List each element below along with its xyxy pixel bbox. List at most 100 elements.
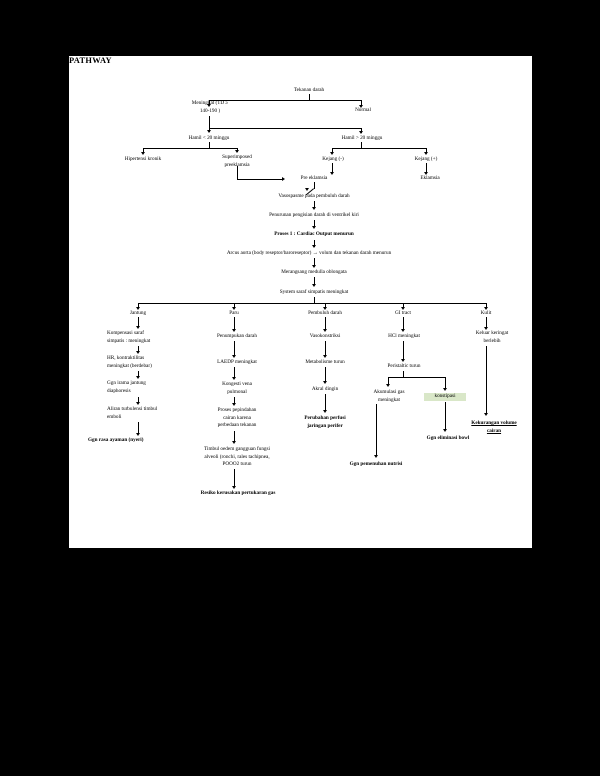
connector-line bbox=[209, 128, 361, 129]
connector-arrow bbox=[484, 413, 488, 416]
node-pre-eklamsia: Pre eklamsia bbox=[300, 175, 328, 181]
node-penumpukan-darah: Penumpukan darah bbox=[217, 333, 257, 339]
connector-line bbox=[314, 297, 315, 303]
connector-line bbox=[209, 100, 210, 105]
connector-line bbox=[234, 431, 235, 442]
connector-line bbox=[325, 341, 326, 355]
node-keluar-keringat: Keluar keringat berlebih bbox=[475, 330, 509, 344]
node-pembuluh-darah: Pembuluh darah bbox=[308, 310, 342, 316]
connector-arrow bbox=[401, 307, 405, 310]
connector-arrow bbox=[330, 172, 334, 175]
connector-arrow bbox=[312, 226, 316, 229]
connector-arrow bbox=[386, 384, 390, 387]
connector-arrow bbox=[136, 351, 140, 354]
node-meningkat-td: Meningkat (TD ≥ 140-190 ) bbox=[191, 100, 229, 114]
connector-arrow bbox=[359, 131, 363, 134]
connector-line bbox=[143, 148, 237, 149]
connector-arrow bbox=[484, 307, 488, 310]
connector-arrow bbox=[323, 410, 327, 413]
connector-line bbox=[332, 163, 333, 173]
connector-arrow bbox=[312, 265, 316, 268]
connector-line bbox=[138, 346, 139, 352]
connector-line bbox=[486, 303, 487, 308]
connector-line bbox=[361, 142, 362, 148]
connector-line bbox=[403, 371, 404, 377]
connector-arrow bbox=[374, 455, 378, 458]
connector-line bbox=[361, 100, 362, 106]
connector-line bbox=[332, 148, 426, 149]
node-kompensasi-saraf-simpatis: Kompensasi saraf simpatis : meningkat bbox=[107, 330, 151, 344]
connector-line bbox=[403, 303, 404, 308]
node-hipertensi-kronik: Hipertensi kronik bbox=[124, 156, 162, 162]
node-kejang-negatif: Kejang (-) bbox=[322, 156, 344, 162]
connector-arrow bbox=[359, 105, 363, 108]
node-aliran-turbulensi: Aliran turbulensi timbul emboli bbox=[107, 406, 158, 420]
node-ggn-pemenuhan-nutrisi: Ggn pemenuhan nutrisi bbox=[349, 461, 403, 467]
connector-arrow bbox=[232, 329, 236, 332]
connector-line bbox=[426, 148, 427, 153]
connector-line bbox=[361, 128, 362, 133]
connector-line bbox=[486, 346, 487, 414]
connector-arrow bbox=[232, 441, 236, 444]
connector-line bbox=[234, 317, 235, 330]
connector-line bbox=[325, 394, 326, 411]
connector-line bbox=[138, 303, 139, 308]
connector-line bbox=[314, 240, 315, 247]
node-konstipasi: konstipasi bbox=[424, 393, 466, 401]
connector-line bbox=[234, 397, 235, 404]
page-title: PATHWAY bbox=[69, 56, 112, 65]
connector-line bbox=[143, 148, 144, 153]
node-proses-perpindahan-cairan: Proses pepindahan cairan karena perbedaa… bbox=[217, 407, 257, 429]
connector-line bbox=[138, 397, 139, 403]
connector-line bbox=[234, 303, 235, 308]
connector-arrow bbox=[424, 172, 428, 175]
diagram-sheet: PATHWAY Tekanan darah Meningkat (TD ≥ 14… bbox=[69, 56, 532, 548]
connector-arrow bbox=[401, 329, 405, 332]
connector-arrow bbox=[232, 307, 236, 310]
connector-line bbox=[403, 341, 404, 359]
node-metabolisme-turun: Metabolisme turun bbox=[305, 359, 345, 365]
node-ggn-irama-jantung: Ggn irama jantung diaphoresis bbox=[107, 380, 146, 394]
node-resiko-kerusakan-pertukaran-gas: Resiko kerusakan pertukaran gas bbox=[200, 490, 276, 496]
connector-line bbox=[445, 402, 446, 430]
connector-arrow bbox=[330, 152, 334, 155]
connector-arrow bbox=[443, 429, 447, 432]
node-system-saraf-simpatis: System saraf simpatis meningkat bbox=[279, 289, 349, 295]
connector-arrow bbox=[323, 355, 327, 358]
connector-line bbox=[138, 371, 139, 377]
connector-line bbox=[314, 201, 315, 208]
connector-line bbox=[314, 277, 315, 285]
connector-line bbox=[138, 317, 139, 327]
connector-arrow bbox=[207, 130, 211, 133]
connector-line bbox=[314, 258, 315, 266]
node-penurunan-pengisian-darah: Penurunan pengisian darah di ventrikel k… bbox=[269, 212, 359, 218]
connector-arrow bbox=[323, 381, 327, 384]
connector-arrow bbox=[312, 284, 316, 287]
connector-line bbox=[234, 367, 235, 377]
connector-arrow bbox=[235, 150, 239, 153]
connector-arrow bbox=[232, 355, 236, 358]
node-tekanan-darah: Tekanan darah bbox=[293, 87, 325, 93]
connector-line bbox=[237, 166, 238, 179]
connector-arrow bbox=[312, 207, 316, 210]
connector-line bbox=[325, 367, 326, 382]
connector-arrow bbox=[323, 307, 327, 310]
connector-line bbox=[332, 148, 333, 153]
connector-line bbox=[445, 377, 446, 389]
connector-arrow bbox=[401, 359, 405, 362]
connector-line bbox=[314, 182, 315, 189]
connector-arrow bbox=[136, 307, 140, 310]
node-superimposed-preeklamsia: Superimposed preeklamsia bbox=[222, 154, 252, 168]
node-jantung: Jantung bbox=[129, 310, 147, 316]
node-ggn-rasa-ayaman: Ggn rasa ayaman (nyeri) bbox=[88, 437, 144, 443]
node-hr-kontraktilitas: HR, kontraktilitas meningkat (berdebar) bbox=[107, 355, 152, 369]
connector-line bbox=[388, 377, 445, 378]
connector-arrow bbox=[323, 329, 327, 332]
connector-line bbox=[209, 142, 210, 148]
node-paru: Paru bbox=[229, 310, 239, 316]
connector-line bbox=[314, 220, 315, 227]
connector-line bbox=[138, 422, 139, 434]
connector-arrow bbox=[136, 402, 140, 405]
node-normal: Normal bbox=[355, 107, 371, 113]
